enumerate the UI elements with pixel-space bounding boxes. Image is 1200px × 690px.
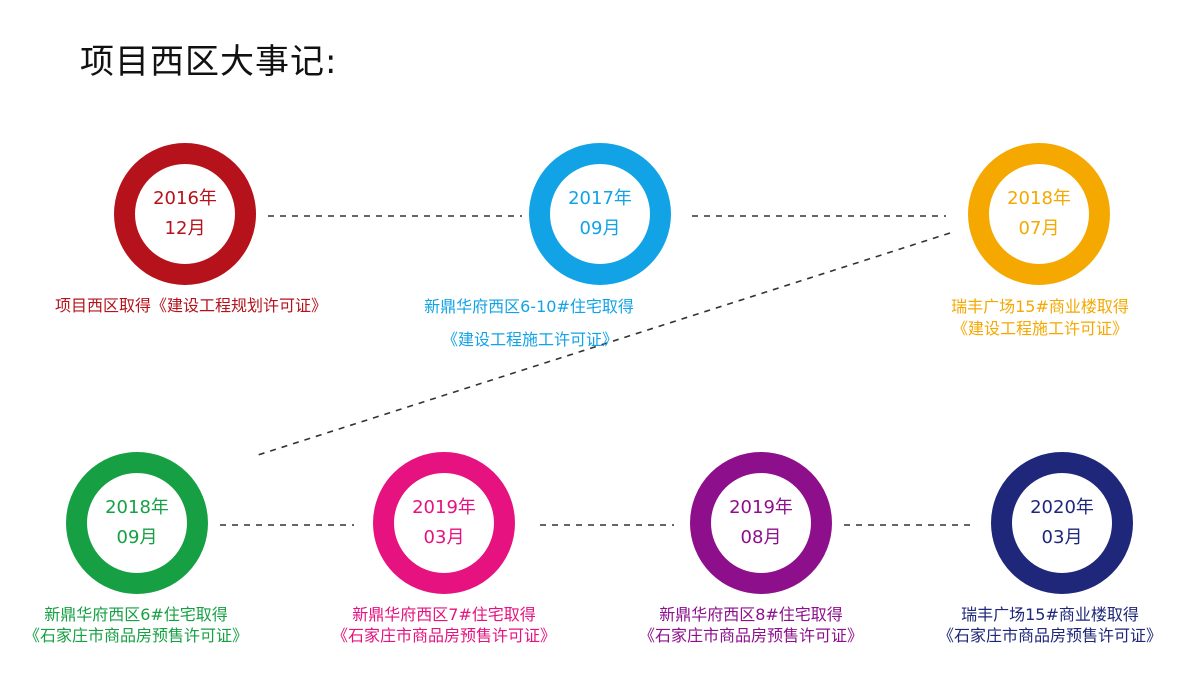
- milestone-year: 2018年: [1007, 188, 1071, 209]
- milestone-ring: 2020年 03月: [991, 452, 1133, 594]
- milestone-ring: 2016年 12月: [114, 143, 256, 285]
- milestone-label: 瑞丰广场15#商业楼取得: [951, 297, 1129, 316]
- milestone-month: 09月: [579, 218, 621, 239]
- milestone-label: 瑞丰广场15#商业楼取得: [961, 605, 1139, 624]
- milestone-ring: 2017年 09月: [529, 143, 671, 285]
- milestone-month: 09月: [116, 527, 158, 548]
- milestone-label: 新鼎华府西区6-10#住宅取得: [424, 297, 634, 316]
- milestone-label: 项目西区取得《建设工程规划许可证》: [54, 296, 327, 315]
- milestone-year: 2019年: [729, 497, 793, 518]
- milestone-month: 08月: [740, 527, 782, 548]
- milestone-label-sub: 《石家庄市商品房预售许可证》: [23, 626, 248, 645]
- milestone-month: 03月: [423, 527, 465, 548]
- milestone-ring: 2019年 03月: [373, 452, 515, 594]
- connector-3-4: [257, 232, 951, 456]
- milestone-month: 12月: [164, 218, 206, 239]
- milestone-year: 2016年: [153, 188, 217, 209]
- milestone-ring: 2018年 09月: [66, 452, 208, 594]
- milestone-label-sub: 《建设工程施工许可证》: [441, 330, 618, 349]
- milestone-label: 新鼎华府西区7#住宅取得: [352, 605, 536, 624]
- milestone-ring: 2019年 08月: [690, 452, 832, 594]
- milestone-year: 2018年: [105, 497, 169, 518]
- milestone-label-sub: 《建设工程施工许可证》: [951, 319, 1128, 338]
- milestone-label-sub: 《石家庄市商品房预售许可证》: [331, 626, 556, 645]
- page-title: 项目西区大事记:: [80, 42, 338, 82]
- milestone-label-sub: 《石家庄市商品房预售许可证》: [937, 626, 1162, 645]
- milestone-month: 03月: [1041, 527, 1083, 548]
- milestone-label-sub: 《石家庄市商品房预售许可证》: [638, 626, 863, 645]
- milestone-month: 07月: [1018, 218, 1060, 239]
- milestone-year: 2020年: [1030, 497, 1094, 518]
- milestone-year: 2019年: [412, 497, 476, 518]
- milestone-label: 新鼎华府西区6#住宅取得: [44, 605, 228, 624]
- milestone-year: 2017年: [568, 188, 632, 209]
- milestone-label: 新鼎华府西区8#住宅取得: [659, 605, 843, 624]
- milestone-ring: 2018年 07月: [968, 143, 1110, 285]
